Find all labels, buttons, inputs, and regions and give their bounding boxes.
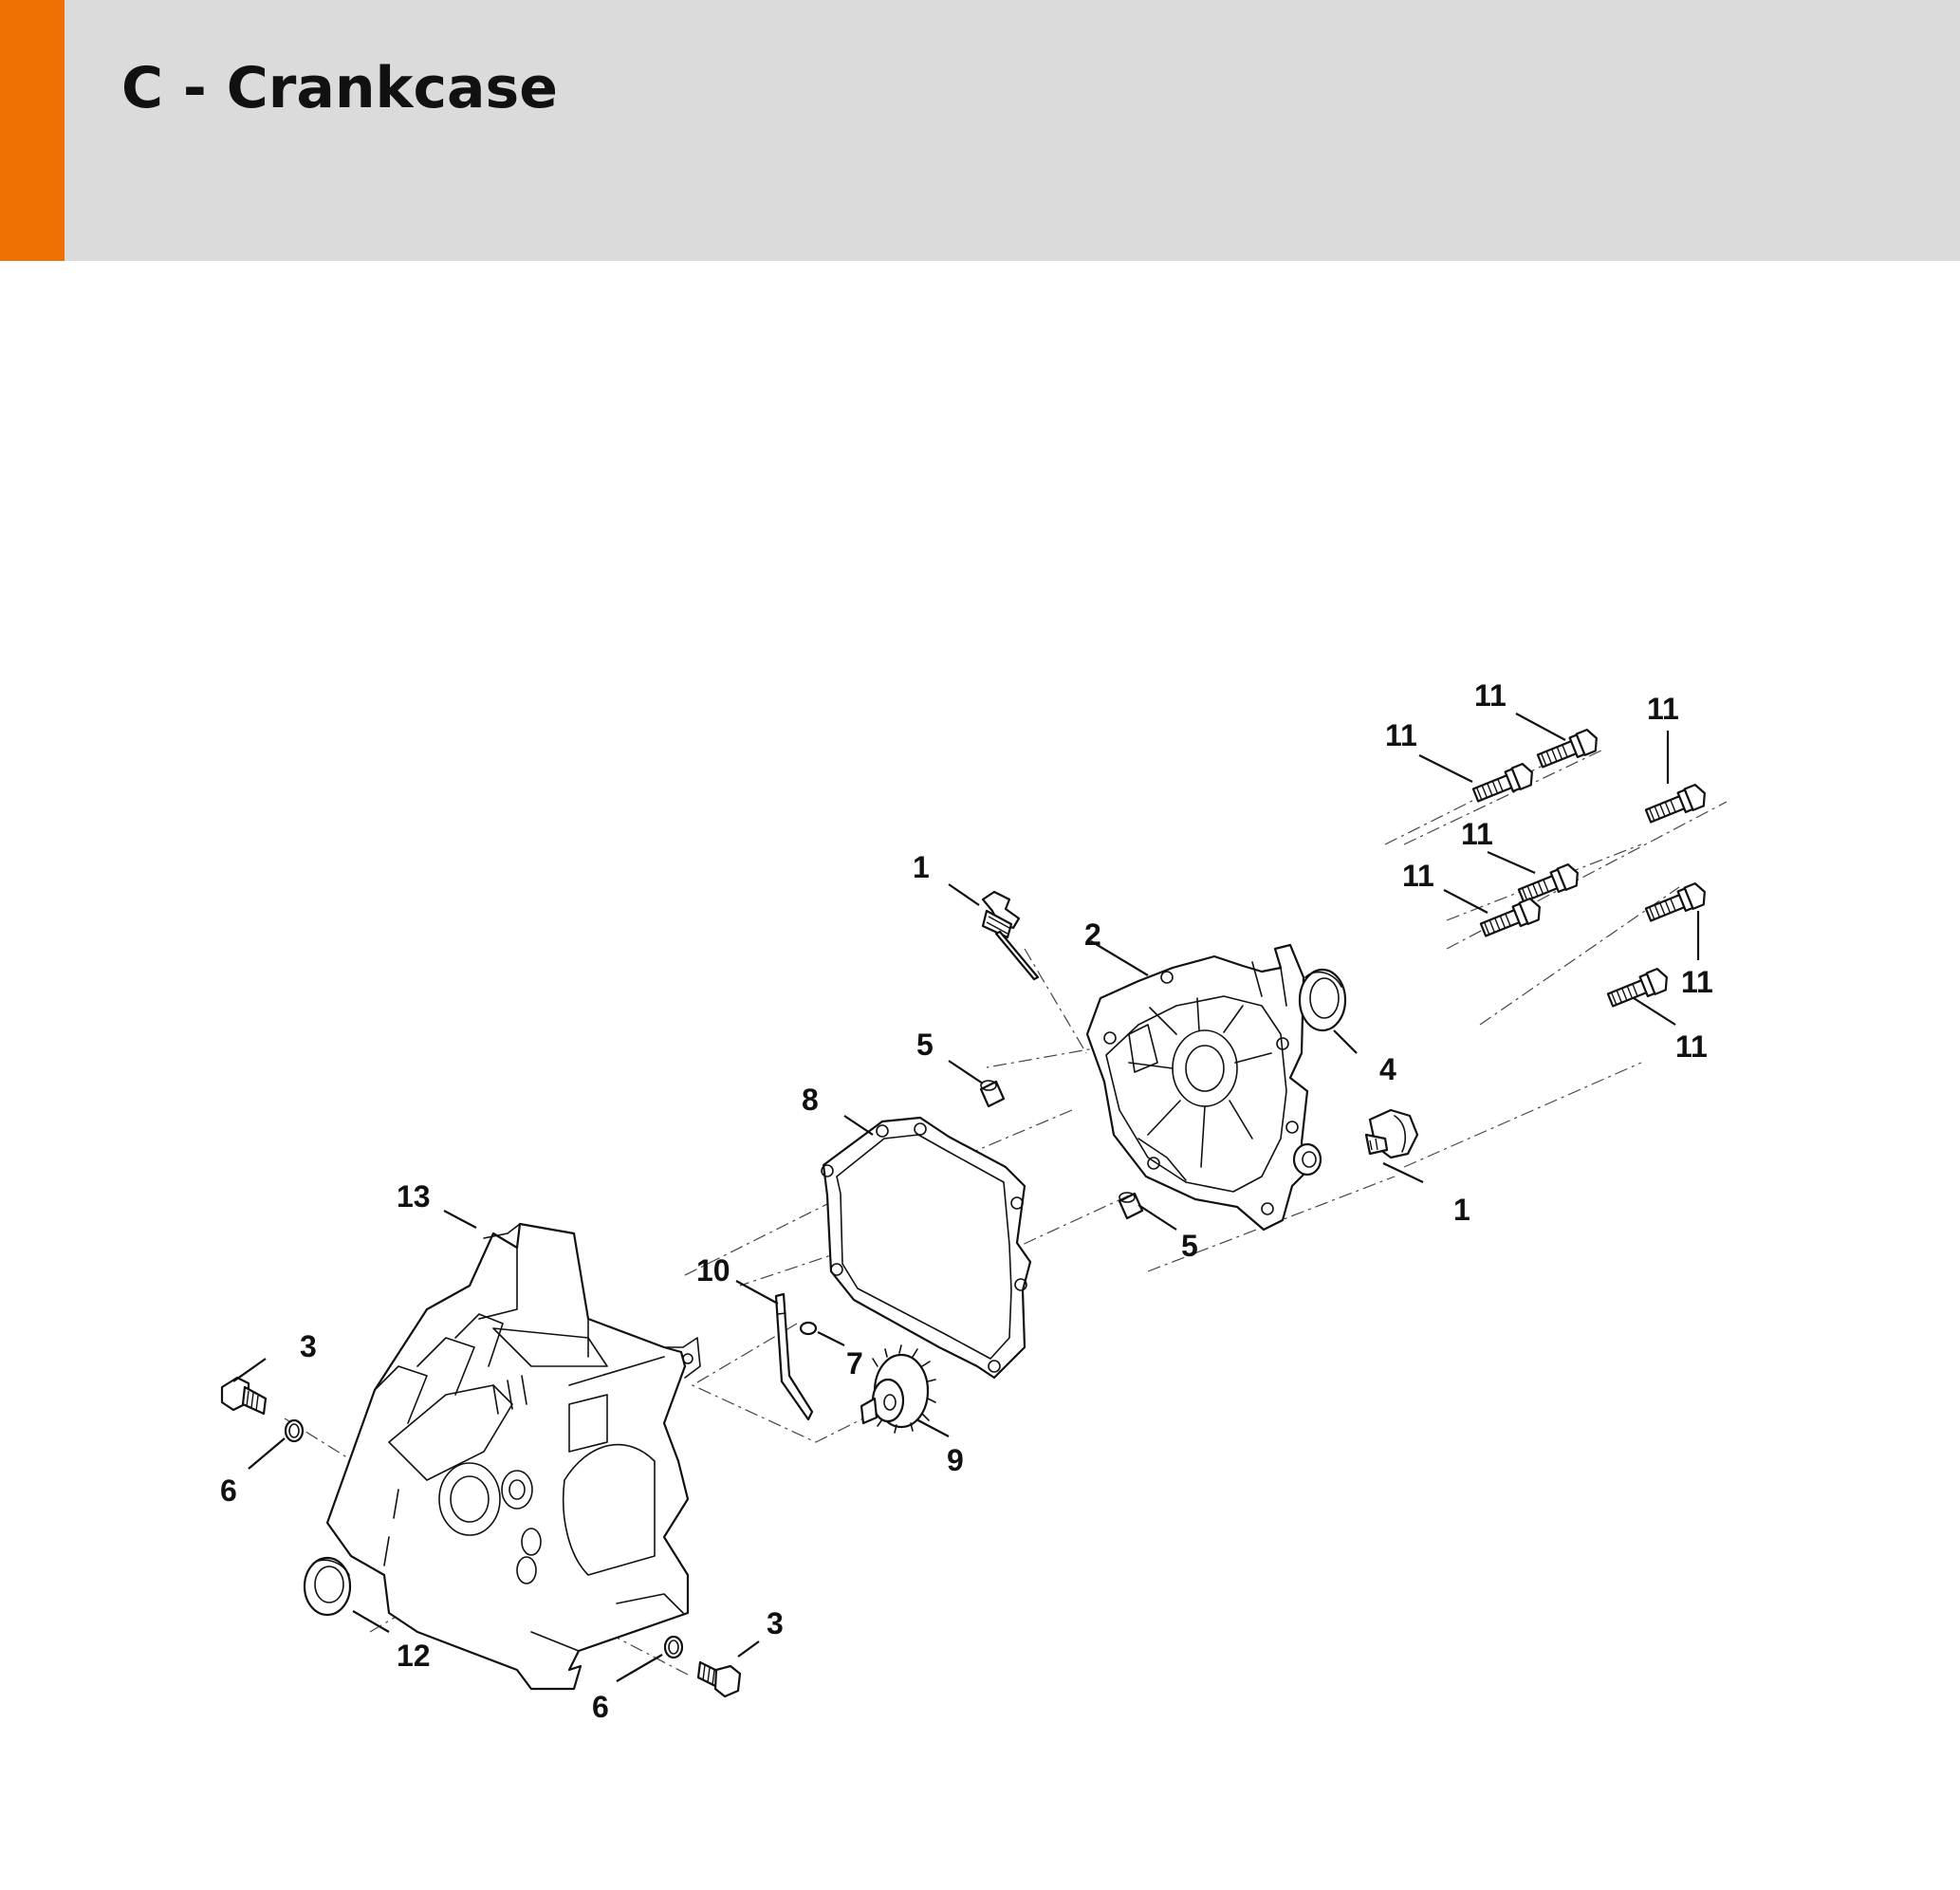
oil-seal-right: [1298, 968, 1347, 1032]
callout-4-seal: 4: [1379, 1052, 1396, 1086]
bolt-3: [1644, 784, 1706, 824]
bolt-1: [1471, 763, 1533, 803]
callout-1-plug: 1: [1453, 1193, 1470, 1227]
bolt-6: [1644, 882, 1706, 922]
dowel-pin-bottom: [1118, 1192, 1144, 1220]
o-ring-left: [284, 1418, 305, 1443]
governor-lever: [774, 1292, 814, 1421]
callout-3-bottom: 3: [767, 1606, 784, 1640]
callout-7-oring: 7: [846, 1346, 863, 1380]
callout-5-bottom: 5: [1181, 1229, 1198, 1263]
page-title: C - Crankcase: [121, 55, 558, 121]
callout-13-crankcase: 13: [397, 1179, 431, 1214]
bolt-2: [1536, 729, 1598, 769]
bolt-7: [1606, 968, 1668, 1008]
callout-3-left: 3: [300, 1329, 317, 1363]
callout-11-a: 11: [1385, 718, 1417, 752]
callout-6-bottom: 6: [592, 1690, 609, 1724]
oil-filler-plug-right: [1364, 1108, 1419, 1159]
crankcase-housing: [325, 1222, 701, 1691]
oil-seal-left: [303, 1556, 352, 1617]
header-accent-bar: [0, 0, 65, 261]
dowel-pin-top: [979, 1080, 1006, 1108]
callout-1-dipstick: 1: [913, 850, 930, 884]
callout-9-gear: 9: [947, 1443, 964, 1477]
leader-lines: [232, 713, 1700, 1682]
drain-plug-bottom: [696, 1660, 742, 1698]
small-o-ring: [799, 1321, 818, 1336]
o-ring-bottom: [663, 1635, 684, 1659]
bolt-5: [1479, 898, 1541, 937]
callout-11-d: 11: [1461, 817, 1493, 851]
gasket: [821, 1116, 1032, 1380]
callout-11-f: 11: [1681, 965, 1713, 999]
crankcase-cover: [1085, 943, 1322, 1232]
callout-2-cover: 2: [1084, 917, 1101, 952]
oil-filler-dipstick: [981, 890, 1040, 981]
callout-5-top: 5: [916, 1028, 934, 1062]
bolt-4: [1517, 863, 1579, 903]
callout-12-seal: 12: [397, 1639, 431, 1673]
callout-8-gasket: 8: [802, 1083, 819, 1117]
governor-gear: [860, 1344, 936, 1434]
callout-11-e: 11: [1402, 859, 1434, 893]
callout-labels: 1 1 2 3 3 4 5 5 6 6 7 8 9 10 11 11 11 11…: [220, 678, 1713, 1724]
callout-11-g: 11: [1675, 1029, 1708, 1064]
callout-6-left: 6: [220, 1473, 237, 1508]
drain-plug-left: [220, 1376, 268, 1416]
callout-11-c: 11: [1647, 692, 1679, 726]
callout-11-b: 11: [1474, 678, 1507, 713]
callout-10-lever: 10: [696, 1253, 730, 1288]
header-banner: C - Crankcase: [0, 0, 1960, 261]
